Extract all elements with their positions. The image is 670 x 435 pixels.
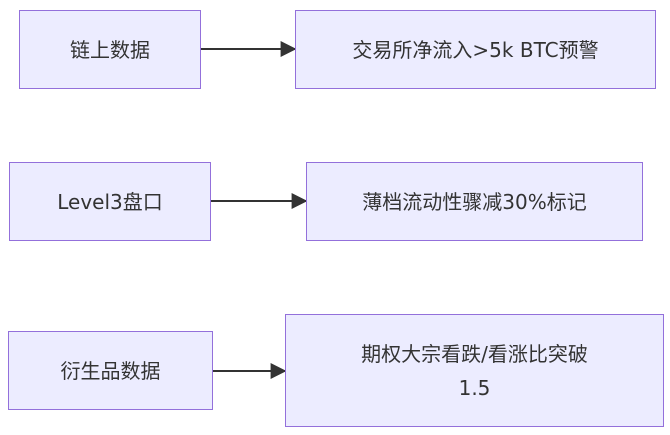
node-label: 交易所净流入>5k BTC预警 [352, 37, 599, 62]
node-derivatives-data[interactable]: 衍生品数据 [8, 331, 213, 410]
node-label: 链上数据 [70, 37, 150, 62]
node-level3-orderbook[interactable]: Level3盘口 [9, 162, 211, 241]
node-label-line-2: 1.5 [458, 375, 491, 400]
node-exchange-inflow-alert[interactable]: 交易所净流入>5k BTC预警 [295, 10, 656, 89]
node-thin-liquidity-flag[interactable]: 薄档流动性骤减30%标记 [306, 162, 643, 241]
node-label-line-1: 期权大宗看跌/看涨比突破 [361, 341, 588, 366]
node-label: 衍生品数据 [60, 358, 161, 383]
node-label: Level3盘口 [57, 189, 163, 214]
node-label-group: 期权大宗看跌/看涨比突破 1.5 [361, 337, 588, 405]
node-onchain-data[interactable]: 链上数据 [19, 10, 201, 89]
node-label: 薄档流动性骤减30%标记 [362, 189, 587, 214]
node-put-call-ratio-breakout[interactable]: 期权大宗看跌/看涨比突破 1.5 [285, 314, 664, 427]
